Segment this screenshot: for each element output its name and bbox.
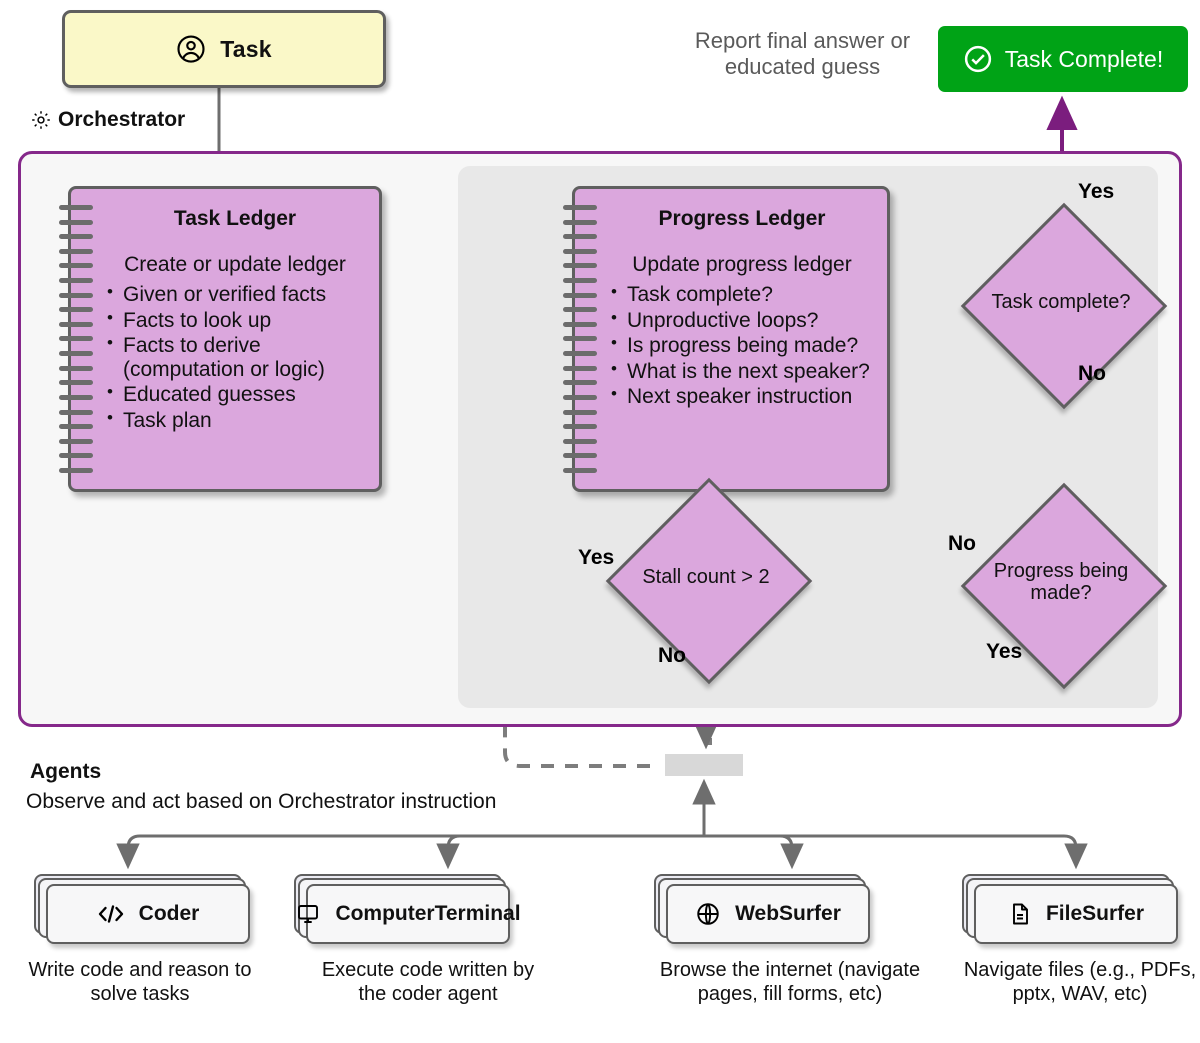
- report-final-answer-note: Report final answer or educated guess: [670, 28, 935, 80]
- check-circle-icon: [963, 44, 993, 74]
- agent-description-coder: Write code and reason to solve tasks: [28, 959, 252, 1005]
- list-item: What is the next speaker?: [605, 359, 879, 384]
- decision-task-complete: Task complete?: [960, 202, 1168, 410]
- progress-ledger-title: Progress Ledger: [658, 207, 826, 230]
- edge-label-no-stall: No: [658, 644, 686, 667]
- decision-progress-being-made: Progress being made?: [960, 482, 1168, 690]
- agents-bus-terminal: [436, 834, 704, 870]
- agent-card-websurfer[interactable]: WebSurfer: [654, 874, 870, 944]
- task-complete-label: Task Complete!: [1004, 45, 1164, 72]
- agents-section-subtitle: Observe and act based on Orchestrator in…: [26, 790, 497, 813]
- orchestrator-title: Orchestrator: [30, 108, 185, 132]
- edge-label-yes-stall: Yes: [578, 546, 615, 569]
- decision-stall-count: Stall count > 2: [605, 477, 813, 685]
- task-ledger-card: Task Ledger Create or update ledger Give…: [59, 186, 382, 492]
- report-note-line1: Report final answer or: [694, 28, 911, 53]
- agents-bus-websurfer: [704, 834, 804, 870]
- task-box-label: Task: [220, 35, 272, 62]
- edge-label-no-progress-made: No: [948, 532, 976, 555]
- agent-name: WebSurfer: [735, 902, 841, 925]
- globe-icon: [695, 901, 721, 927]
- task-ledger-subtitle: Create or update ledger: [124, 253, 346, 276]
- agent-description-computer-terminal: Execute code written by the coder agent: [321, 959, 535, 1005]
- agents-bus-filesurfer: [704, 834, 1088, 870]
- agent-name: Coder: [138, 902, 200, 925]
- agent-card-coder[interactable]: Coder: [34, 874, 250, 944]
- task-ledger-list: Given or verified facts Facts to look up…: [101, 282, 369, 433]
- list-item: Is progress being made?: [605, 333, 879, 358]
- list-item: Next speaker instruction: [605, 384, 879, 409]
- agent-description-websurfer: Browse the internet (navigate pages, fil…: [659, 959, 921, 1005]
- agents-bus: [116, 834, 704, 870]
- progress-ledger-subtitle: Update progress ledger: [632, 253, 852, 276]
- orchestrator-label: Orchestrator: [58, 108, 186, 131]
- report-note-line2: educated guess: [724, 53, 881, 79]
- spiral-binding-icon: [563, 205, 597, 473]
- monitor-icon: [295, 902, 321, 926]
- gear-icon: [30, 109, 52, 131]
- agent-name: FileSurfer: [1045, 902, 1145, 925]
- agent-description-filesurfer: Navigate files (e.g., PDFs, pptx, WAV, e…: [963, 959, 1197, 1005]
- list-item: Facts to derive (computation or logic): [101, 333, 369, 381]
- task-box: Task: [62, 10, 386, 88]
- card-front[interactable]: WebSurfer: [666, 884, 870, 944]
- task-complete-badge: Task Complete!: [938, 26, 1188, 92]
- list-item: Task complete?: [605, 282, 879, 307]
- edge-label-yes-progress-made: Yes: [986, 640, 1023, 663]
- agent-card-computer-terminal[interactable]: ComputerTerminal: [294, 874, 521, 944]
- card-front[interactable]: Coder: [46, 884, 250, 944]
- progress-ledger-card: Progress Ledger Update progress ledger T…: [563, 186, 890, 492]
- edge-label-yes-task-complete: Yes: [1078, 180, 1115, 203]
- document-icon: [1008, 901, 1032, 927]
- list-item: Facts to look up: [101, 308, 369, 333]
- agents-hub-node: [665, 754, 743, 776]
- decision-progress-being-made-label: Progress being made?: [993, 560, 1129, 604]
- user-circle-icon: [176, 34, 206, 64]
- agents-section-title: Agents: [30, 760, 102, 783]
- list-item: Given or verified facts: [101, 282, 369, 307]
- spiral-binding-icon: [59, 205, 93, 473]
- list-item: Unproductive loops?: [605, 308, 879, 333]
- task-ledger-title: Task Ledger: [173, 207, 297, 230]
- decision-task-complete-label: Task complete?: [991, 291, 1131, 314]
- code-brackets-icon: [97, 902, 125, 926]
- card-front[interactable]: ComputerTerminal: [298, 884, 521, 944]
- progress-ledger-list: Task complete? Unproductive loops? Is pr…: [605, 282, 879, 409]
- agent-name: ComputerTerminal: [335, 902, 521, 925]
- list-item: Educated guesses: [101, 382, 369, 407]
- agent-card-filesurfer[interactable]: FileSurfer: [962, 874, 1178, 944]
- list-item: Task plan: [101, 408, 369, 433]
- edge-label-no-task-complete: No: [1078, 362, 1106, 385]
- decision-stall-count-label: Stall count > 2: [642, 566, 770, 589]
- card-front[interactable]: FileSurfer: [974, 884, 1178, 944]
